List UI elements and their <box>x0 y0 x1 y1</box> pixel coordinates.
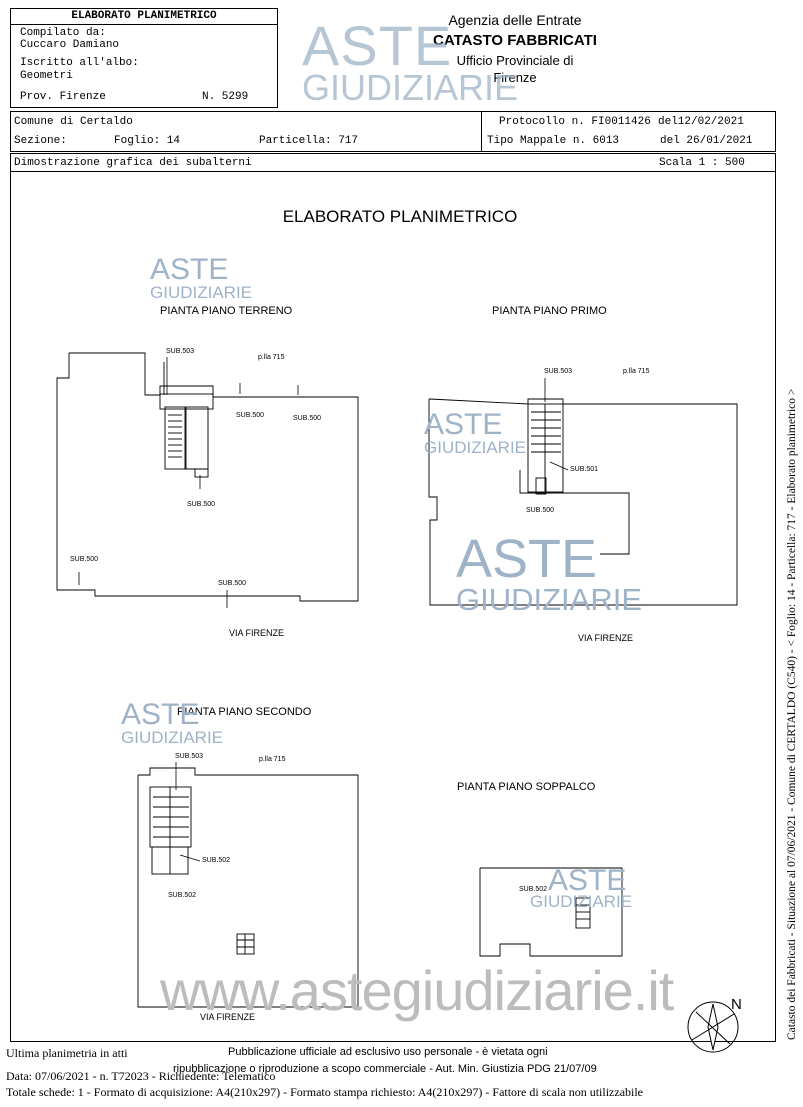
street-secondo: VIA FIRENZE <box>200 1012 256 1022</box>
particella: Particella: 717 <box>259 135 359 147</box>
watermark-aste-header: ASTE <box>302 14 453 77</box>
watermark-giudiziarie-5: GIUDIZIARIE <box>530 892 633 911</box>
watermark-giudiziarie-1: GIUDIZIARIE <box>150 283 253 302</box>
plan-title-secondo: PIANTA PIANO SECONDO <box>177 706 312 718</box>
sezione: Sezione: <box>14 135 67 147</box>
label-sub502-b: SUB.502 <box>168 892 197 899</box>
label-sub500-e: SUB.500 <box>218 580 247 587</box>
drawing-title: ELABORATO PLANIMETRICO <box>282 207 518 226</box>
tipo-mappale: Tipo Mappale n. 6013 <box>487 135 620 147</box>
footer-data: Data: 07/06/2021 - n. T72023 - Richieden… <box>6 1069 276 1083</box>
iscritto-value: Geometri <box>20 70 73 82</box>
plan-soppalco-outline <box>479 867 623 957</box>
plan-secondo-outline <box>137 767 359 1008</box>
label-sub503-secondo: SUB.503 <box>175 753 204 760</box>
label-plla-secondo: p.lla 715 <box>259 756 286 763</box>
provincia: Prov. Firenze <box>20 91 106 103</box>
info-box <box>10 111 776 152</box>
north-arrow <box>687 1001 739 1053</box>
watermark-giudiziarie-2: GIUDIZIARIE <box>424 438 527 457</box>
label-sub501: SUB.501 <box>570 466 599 473</box>
protocollo-date: del12/02/2021 <box>658 116 744 128</box>
plan-terreno-outline <box>56 352 359 602</box>
info-divider <box>481 111 482 152</box>
north-label: N <box>731 996 742 1013</box>
label-sub500-d: SUB.500 <box>70 556 99 563</box>
ufficio-city: Firenze <box>493 70 537 85</box>
doc-title-cell <box>10 8 278 25</box>
dimostrazione: Dimostrazione grafica dei subalterni <box>14 157 252 169</box>
label-plla-terreno: p.lla 715 <box>258 354 285 361</box>
tipo-date: del 26/01/2021 <box>660 135 753 147</box>
plan-title-terreno: PIANTA PIANO TERRENO <box>160 305 293 317</box>
watermark-aste-2: ASTE <box>424 408 503 441</box>
agenzia-label: Agenzia delle Entrate <box>448 12 582 28</box>
iscritto-label: Iscritto all'albo: <box>20 57 139 69</box>
compilato-name: Cuccaro Damiano <box>20 39 120 51</box>
footer-totale: Totale schede: 1 - Formato di acquisizio… <box>6 1085 644 1099</box>
street-primo: VIA FIRENZE <box>578 633 634 643</box>
watermark-giudiziarie-3: GIUDIZIARIE <box>456 582 643 617</box>
doc-title: ELABORATO PLANIMETRICO <box>71 10 217 22</box>
watermark-aste-1: ASTE <box>150 253 229 286</box>
footer-pubblicazione-2: ripubblicazione o riproduzione a scopo c… <box>173 1063 597 1075</box>
watermark-giudiziarie-4: GIUDIZIARIE <box>121 728 224 747</box>
label-sub502-soppalco: SUB.502 <box>519 886 548 893</box>
plan-title-soppalco: PIANTA PIANO SOPPALCO <box>457 781 596 793</box>
catasto-label: CATASTO FABBRICATI <box>433 32 597 49</box>
drawing-frame <box>10 172 776 1042</box>
side-caption: Catasto dei Fabbricati - Situazione al 0… <box>786 388 798 1040</box>
label-sub503-primo: SUB.503 <box>544 368 573 375</box>
watermark-url: www.astegiudiziarie.it <box>160 959 674 1022</box>
street-terreno: VIA FIRENZE <box>229 628 285 638</box>
label-sub500-a: SUB.500 <box>236 412 265 419</box>
protocollo: Protocollo n. FI0011426 <box>499 116 651 128</box>
numero-albo: N. 5299 <box>202 91 249 103</box>
label-sub502-a: SUB.502 <box>202 857 231 864</box>
footer-ultima: Ultima planimetria in atti <box>6 1046 128 1060</box>
scala: Scala 1 : 500 <box>659 157 745 169</box>
label-sub500-b: SUB.500 <box>293 415 322 422</box>
plan-primo-outline <box>428 398 738 606</box>
plan-title-primo: PIANTA PIANO PRIMO <box>492 305 607 317</box>
watermark-aste-5: ASTE <box>548 864 627 897</box>
label-sub500-primo: SUB.500 <box>526 507 555 514</box>
ufficio-label: Ufficio Provinciale di <box>456 53 574 68</box>
label-sub503-terreno: SUB.503 <box>166 348 195 355</box>
watermark-aste-4: ASTE <box>121 698 200 731</box>
foglio: Foglio: 14 <box>114 135 181 147</box>
compilato-label: Compilato da: <box>20 27 106 39</box>
watermark-aste-3: ASTE <box>456 529 598 589</box>
dimostrazione-box <box>10 153 776 172</box>
label-sub500-c: SUB.500 <box>187 501 216 508</box>
label-plla-primo: p.lla 715 <box>623 368 650 375</box>
comune: Comune di Certaldo <box>14 116 133 128</box>
footer-pubblicazione-1: Pubblicazione ufficiale ad esclusivo uso… <box>228 1046 548 1058</box>
watermark-giudiziarie-header: GIUDIZIARIE <box>302 67 519 108</box>
